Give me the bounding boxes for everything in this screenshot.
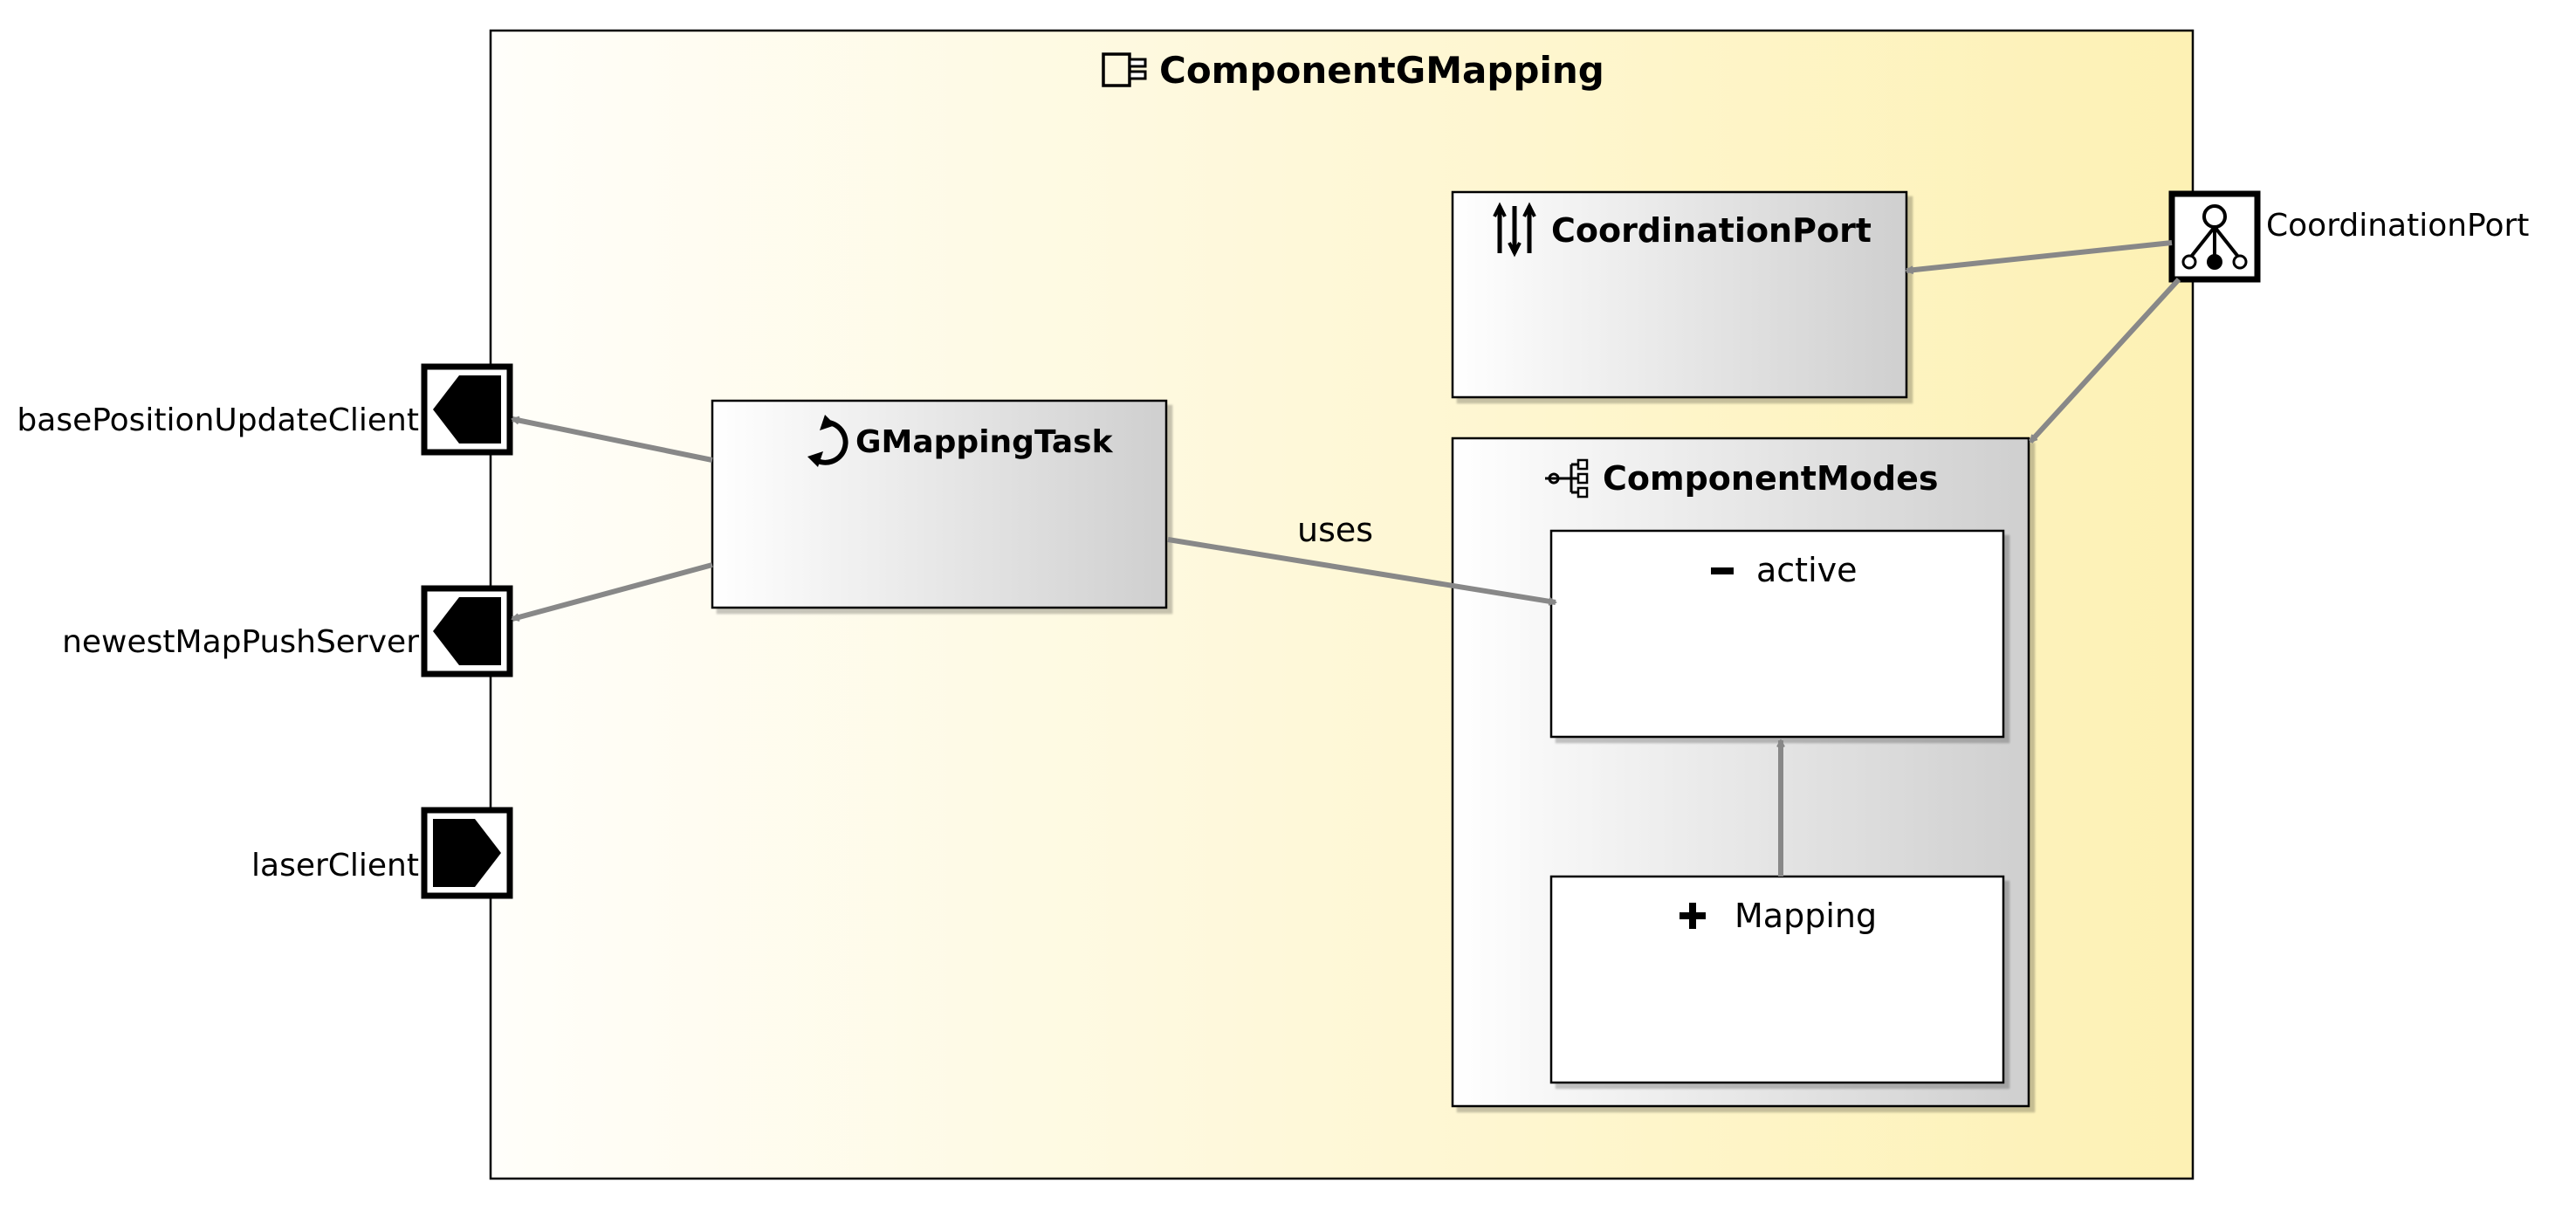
modes-tree-icon (1545, 458, 1589, 498)
mode-active-label: active (1756, 551, 1858, 589)
component-icon (1102, 52, 1147, 87)
component-modes-box[interactable]: ComponentModes active Mapping (1451, 437, 2030, 1108)
edge-service-to-coordination-port (1906, 240, 2173, 271)
mode-mapping[interactable]: Mapping (1549, 875, 2005, 1084)
output-port-icon (433, 375, 501, 443)
edge-task-to-base-position (512, 419, 713, 463)
edge-service-to-component-modes (2028, 277, 2181, 444)
minus-icon (1711, 567, 1734, 574)
coordination-service-icon (2181, 204, 2248, 270)
plus-icon (1680, 903, 1706, 929)
output-port-icon (433, 597, 501, 665)
port-laser-client[interactable]: laserClient (251, 807, 513, 899)
coordination-service-port[interactable]: CoordinationPort (2168, 190, 2529, 283)
edge-task-uses-active (1167, 537, 1556, 602)
port-label: laserClient (251, 848, 419, 884)
coordination-port-icon (1493, 202, 1536, 258)
edge-task-to-newest-map (512, 562, 713, 622)
mode-active[interactable]: active (1549, 529, 2005, 739)
coordination-port-title: CoordinationPort (1551, 211, 1872, 250)
port-base-position-update-client[interactable]: basePositionUpdateClient (17, 363, 513, 456)
port-label: basePositionUpdateClient (17, 402, 419, 438)
component-title: ComponentGMapping (1159, 49, 1604, 92)
input-port-icon (433, 819, 501, 887)
component-modes-title: ComponentModes (1603, 459, 1938, 498)
edges: uses (512, 240, 2181, 877)
gmapping-task-box[interactable]: GMappingTask (711, 399, 1168, 609)
coordination-service-label: CoordinationPort (2266, 208, 2529, 244)
mode-mapping-label: Mapping (1735, 897, 1877, 935)
port-label: newestMapPushServer (62, 624, 419, 660)
task-cycle-icon (807, 415, 848, 467)
edge-uses-label: uses (1297, 511, 1373, 549)
coordination-port-box[interactable]: CoordinationPort (1451, 190, 1908, 399)
port-newest-map-push-server[interactable]: newestMapPushServer (62, 585, 513, 677)
gmapping-task-title: GMappingTask (855, 424, 1114, 460)
